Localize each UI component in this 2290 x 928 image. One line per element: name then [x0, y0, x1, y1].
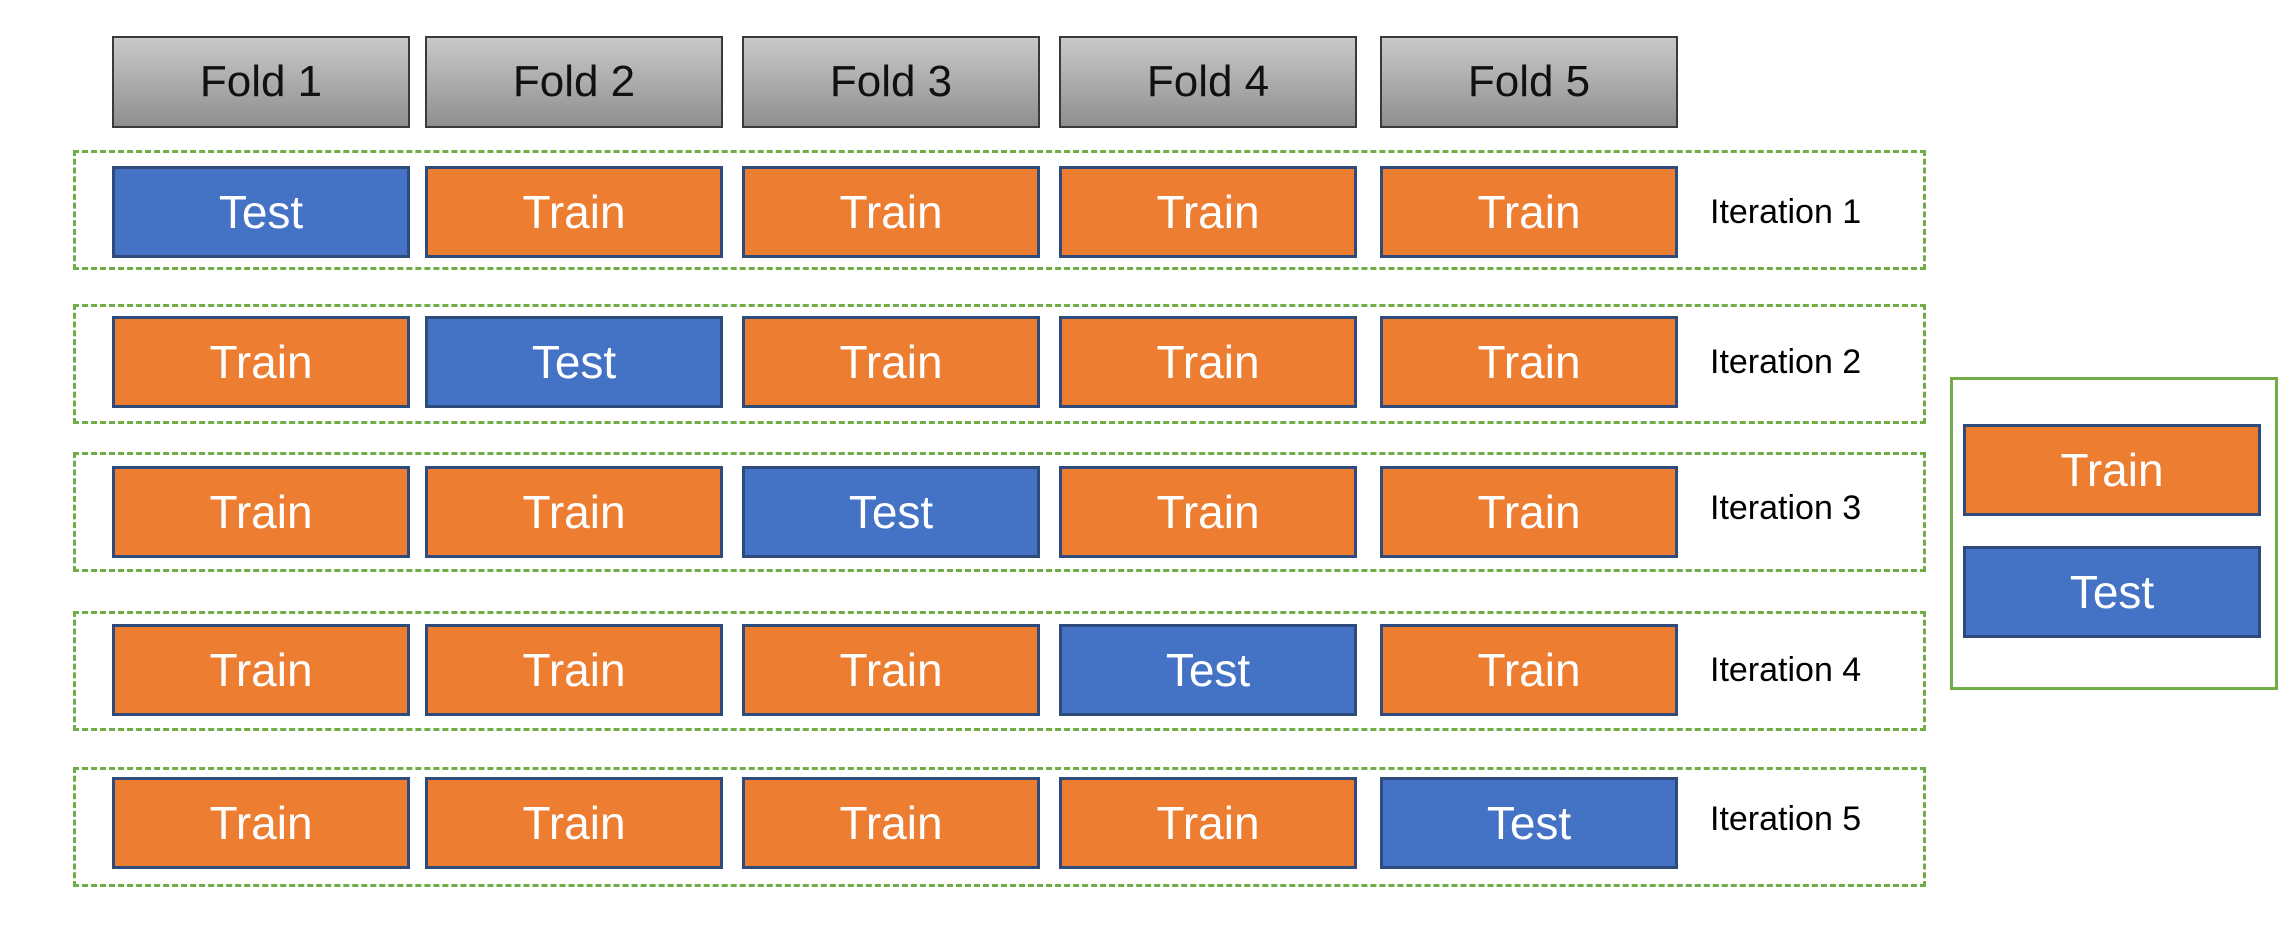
iteration-2-frame [73, 304, 1926, 424]
iteration-2-fold-3-cell: Train [742, 316, 1040, 408]
iteration-1-label: Iteration 1 [1710, 192, 1862, 231]
iteration-5-fold-4-cell: Train [1059, 777, 1357, 869]
iteration-1-fold-2-cell: Train [425, 166, 723, 258]
iteration-4-fold-3-cell: Train [742, 624, 1040, 716]
iteration-4-fold-4-cell: Test [1059, 624, 1357, 716]
iteration-3-fold-4-cell: Train [1059, 466, 1357, 558]
iteration-2-fold-5-cell: Train [1380, 316, 1678, 408]
fold-3-header: Fold 3 [742, 36, 1040, 128]
legend-test-swatch: Test [1963, 546, 2261, 638]
iteration-2-fold-4-cell: Train [1059, 316, 1357, 408]
iteration-3-frame [73, 452, 1926, 572]
iteration-5-fold-2-cell: Train [425, 777, 723, 869]
fold-5-header: Fold 5 [1380, 36, 1678, 128]
iteration-1-fold-3-cell: Train [742, 166, 1040, 258]
iteration-3-fold-2-cell: Train [425, 466, 723, 558]
iteration-2-label: Iteration 2 [1710, 342, 1862, 381]
fold-2-header: Fold 2 [425, 36, 723, 128]
iteration-5-fold-5-cell: Test [1380, 777, 1678, 869]
iteration-4-frame [73, 611, 1926, 731]
iteration-3-fold-3-cell: Test [742, 466, 1040, 558]
iteration-2-fold-1-cell: Train [112, 316, 410, 408]
fold-1-header: Fold 1 [112, 36, 410, 128]
iteration-3-fold-1-cell: Train [112, 466, 410, 558]
legend-train-swatch: Train [1963, 424, 2261, 516]
iteration-4-fold-2-cell: Train [425, 624, 723, 716]
iteration-5-fold-1-cell: Train [112, 777, 410, 869]
iteration-1-fold-5-cell: Train [1380, 166, 1678, 258]
fold-4-header: Fold 4 [1059, 36, 1357, 128]
iteration-2-fold-2-cell: Test [425, 316, 723, 408]
iteration-3-label: Iteration 3 [1710, 488, 1862, 527]
iteration-4-fold-5-cell: Train [1380, 624, 1678, 716]
iteration-1-fold-1-cell: Test [112, 166, 410, 258]
legend [1950, 377, 2278, 690]
iteration-3-fold-5-cell: Train [1380, 466, 1678, 558]
iteration-4-fold-1-cell: Train [112, 624, 410, 716]
iteration-1-fold-4-cell: Train [1059, 166, 1357, 258]
iteration-4-label: Iteration 4 [1710, 650, 1862, 689]
iteration-5-frame [73, 767, 1926, 887]
iteration-5-label: Iteration 5 [1710, 799, 1862, 838]
iteration-5-fold-3-cell: Train [742, 777, 1040, 869]
iteration-1-frame [73, 150, 1926, 270]
